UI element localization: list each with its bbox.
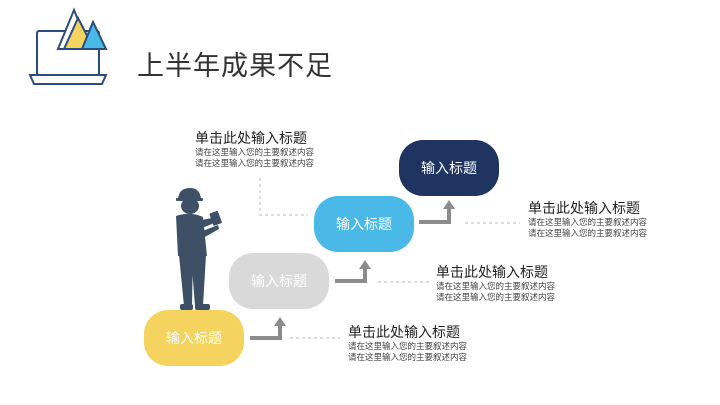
caption-line: 请在这里输入您的主要叙述内容 [195,148,315,158]
step-pill-blue: 输入标题 [314,196,414,252]
step-pill-navy: 输入标题 [399,140,499,196]
caption-heading: 单击此处输入标题 [436,265,548,281]
arrowhead [274,317,286,326]
caption-heading: 单击此处输入标题 [348,325,460,341]
caption-heading: 单击此处输入标题 [195,131,307,147]
caption-line: 请在这里输入您的主要叙述内容 [436,293,556,303]
caption-line: 请在这里输入您的主要叙述内容 [348,342,468,352]
caption-line: 请在这里输入您的主要叙述内容 [528,229,648,239]
caption-heading: 单击此处输入标题 [528,201,640,217]
step-label: 输入标题 [421,161,477,177]
caption-block: 单击此处输入标题 请在这里输入您的主要叙述内容 请在这里输入您的主要叙述内容 [528,198,647,240]
arrowhead [359,260,371,269]
page-title: 上半年成果不足 [137,51,333,82]
step-arrow [250,325,282,340]
step-pill-gray: 输入标题 [229,253,329,309]
step-label: 输入标题 [166,331,222,347]
step-label: 输入标题 [336,217,392,233]
dashed-connector [259,178,308,216]
caption-line: 请在这里输入您的主要叙述内容 [528,218,648,228]
step-pill-yellow: 输入标题 [144,310,244,366]
caption-line: 请在这里输入您的主要叙述内容 [195,159,315,169]
step-label: 输入标题 [251,274,307,290]
arrowhead [443,200,455,209]
caption-block: 单击此处输入标题 请在这里输入您的主要叙述内容 请在这里输入您的主要叙述内容 [195,128,314,170]
caption-block: 单击此处输入标题 请在这里输入您的主要叙述内容 请在这里输入您的主要叙述内容 [348,322,467,364]
caption-block: 单击此处输入标题 请在这里输入您的主要叙述内容 请在这里输入您的主要叙述内容 [436,262,555,304]
caption-line: 请在这里输入您的主要叙述内容 [436,282,556,292]
step-arrow [335,268,367,283]
step-arrow [419,208,451,224]
caption-line: 请在这里输入您的主要叙述内容 [348,353,468,363]
